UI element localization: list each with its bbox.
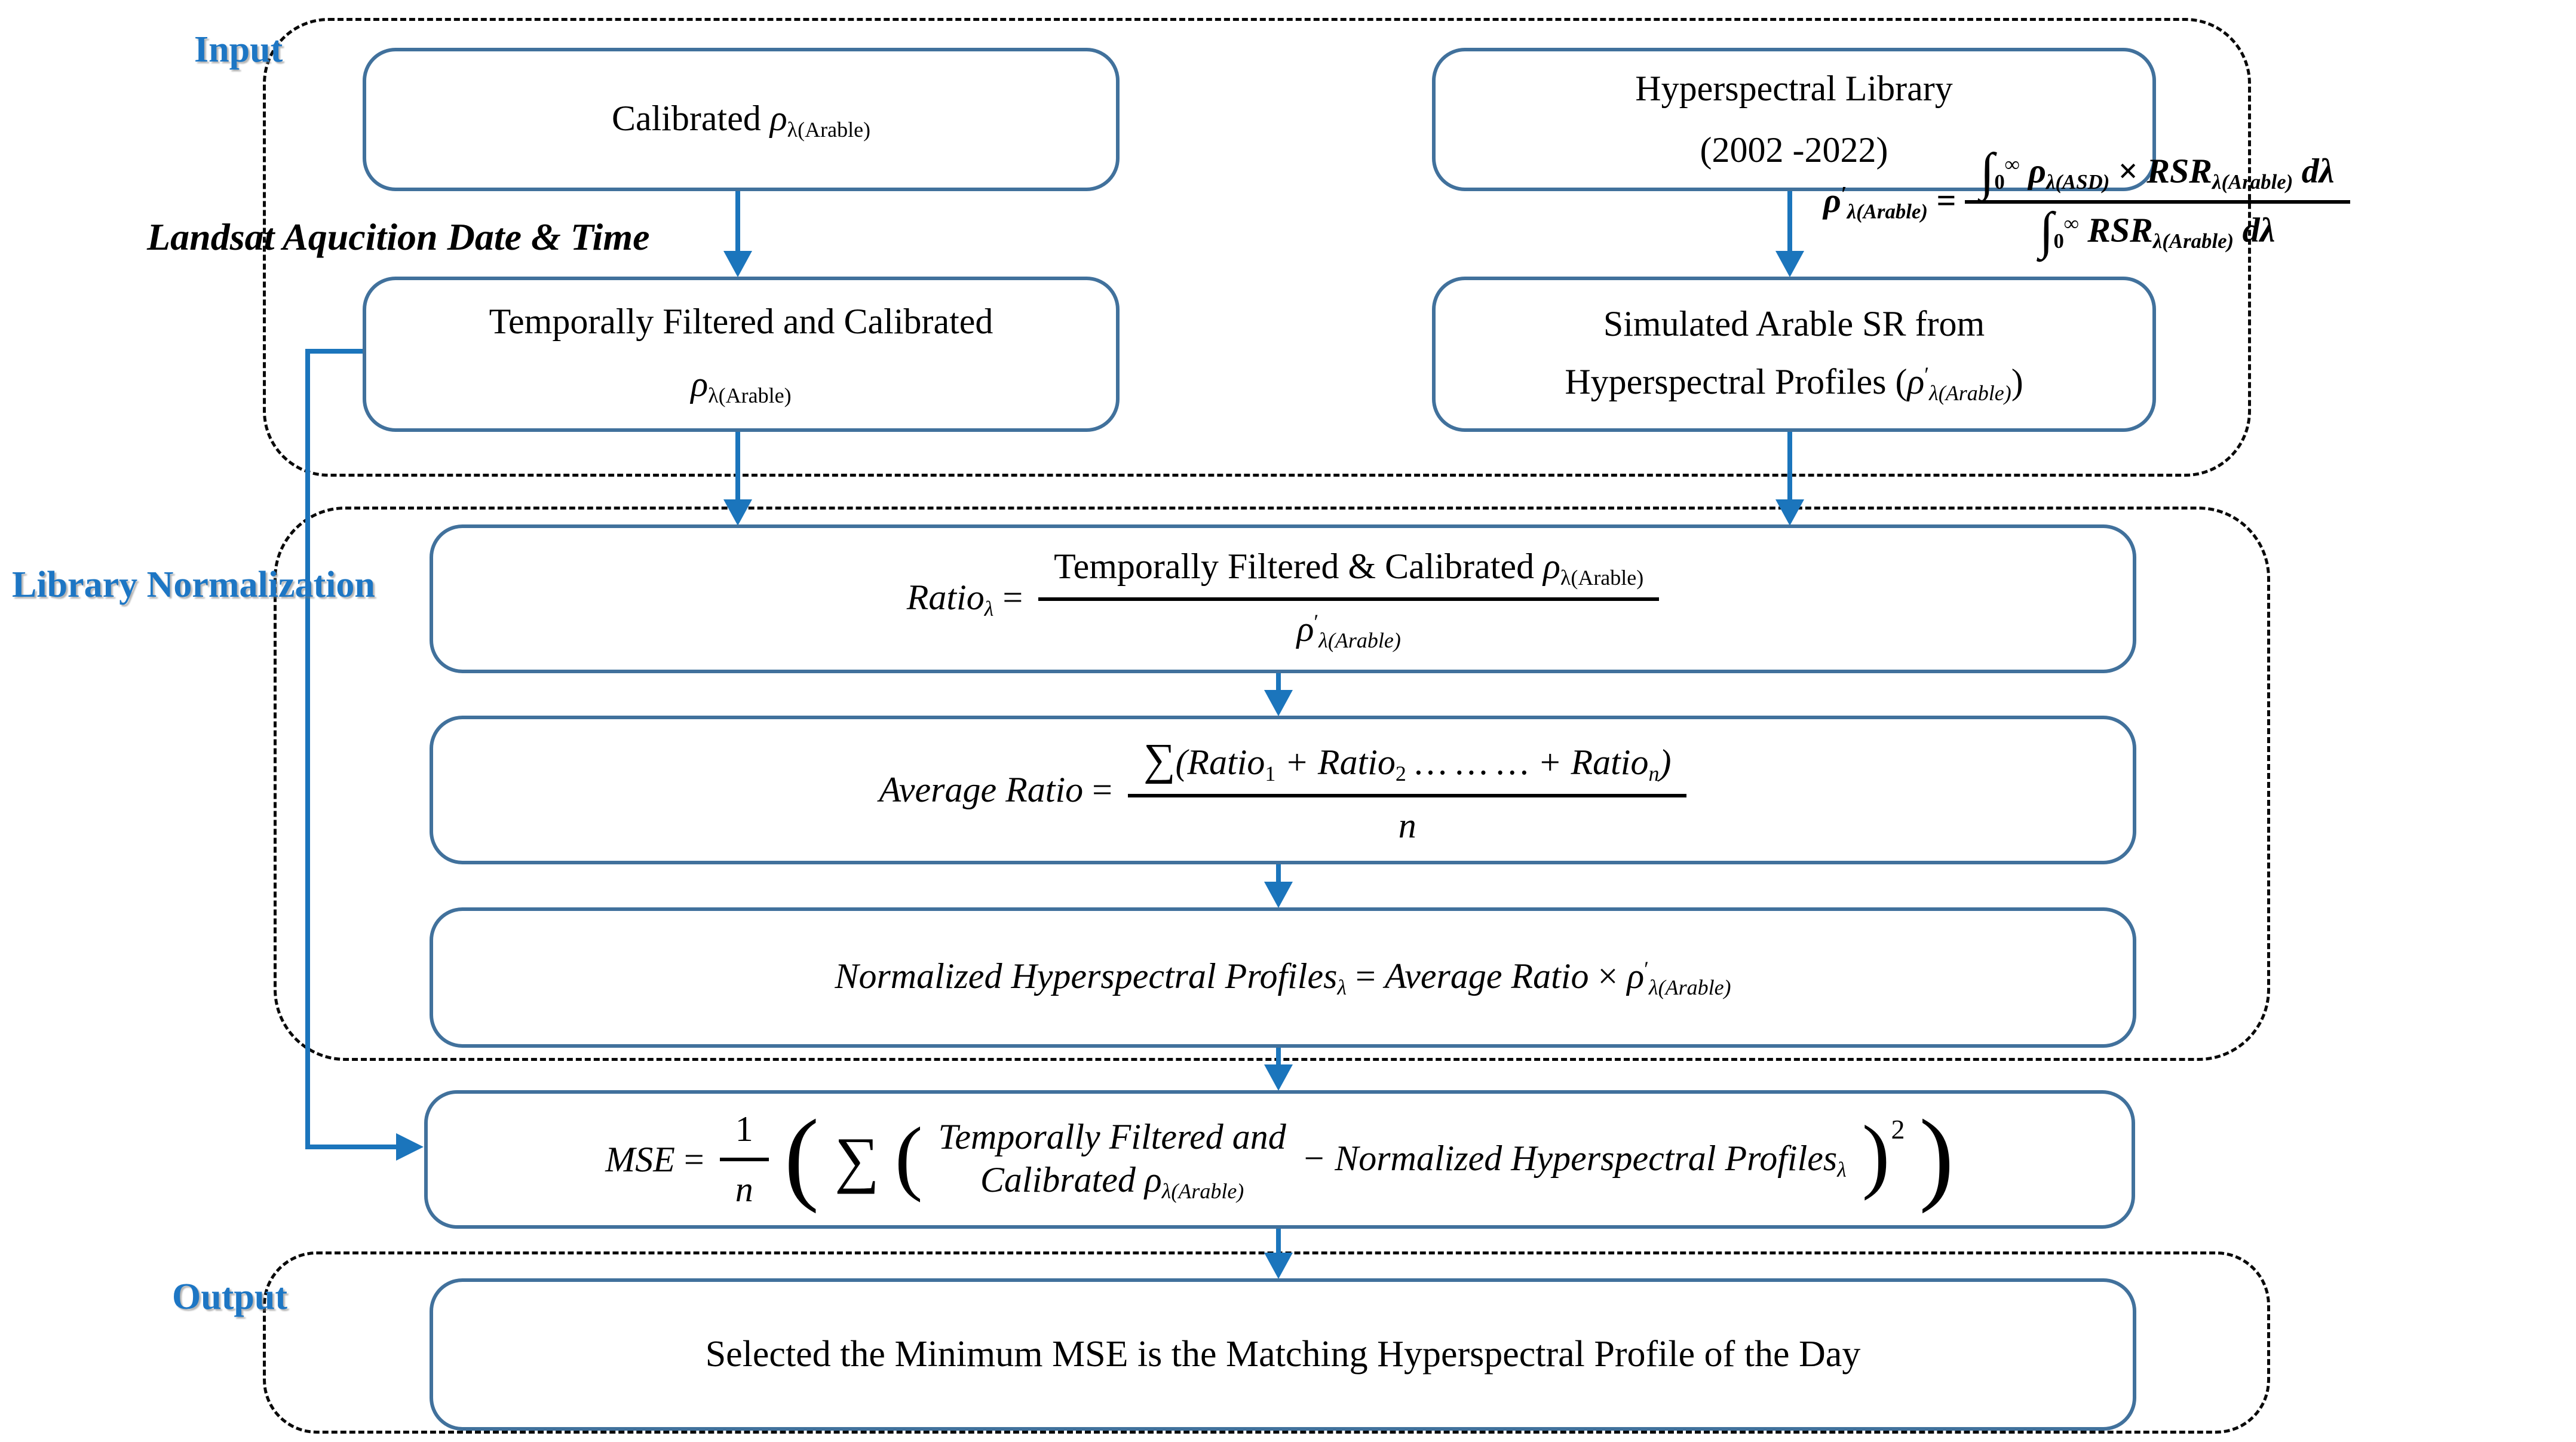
arrow-normalized-to-mse [1276, 1041, 1281, 1067]
average-ratio-lhs: Average Ratio = [879, 770, 1112, 809]
ratio-numerator: Temporally Filtered & Calibrated ρλ(Arab… [1038, 544, 1660, 601]
calibrated-reflectance-text: Calibrated ρλ(Arable) [611, 98, 871, 142]
arrowhead-mse-to-output [1264, 1253, 1293, 1279]
mse-exponent: 2 [1891, 1114, 1905, 1145]
simulated-arable-sr-line2: Hyperspectral Profiles (ρ′λ(Arable)) [1565, 362, 2023, 405]
ratio-denominator: ρ′λ(Arable) [1296, 609, 1401, 652]
arrow-simulated-to-ratio [1787, 425, 1792, 501]
temporally-filtered-line2: ρλ(Arable) [691, 364, 792, 407]
mse-one-over-n: 1 n [719, 1107, 769, 1212]
average-ratio-fraction: ∑(Ratio1 + Ratio2 … … … + Ration) n [1127, 732, 1687, 848]
mse-stack-line2: Calibrated ρλ(Arable) [980, 1159, 1244, 1203]
mse-close-inner-group: )2 [1862, 1113, 1905, 1197]
temporally-filtered-line1: Temporally Filtered and Calibrated [489, 302, 993, 342]
output-section-label: Output [172, 1277, 287, 1317]
calibrated-reflectance-box: Calibrated ρλ(Arable) [363, 48, 1120, 191]
mse-frac-denominator: n [735, 1170, 753, 1209]
rsr-equation-lhs: ρ′λ(Arable) = [1823, 180, 1956, 223]
arrow-calibrated-to-filtered [735, 184, 740, 253]
arrowhead-filtered-to-ratio [723, 499, 752, 526]
mse-sigma: ∑ [835, 1124, 879, 1194]
simulated-arable-sr-box: Simulated Arable SR from Hyperspectral P… [1432, 277, 2156, 432]
ratio-equation-box: Ratioλ = Temporally Filtered & Calibrate… [430, 524, 2136, 673]
landsat-acquisition-note: Landsat Aqucition Date & Time [147, 216, 650, 258]
elbow-filtered-to-mse-top [305, 349, 365, 354]
library-normalization-region-outline [274, 507, 2270, 1061]
mse-equation-box: MSE = 1 n ( ∑ ( Temporally Filtered and … [424, 1090, 2135, 1229]
mse-stack-line1: Temporally Filtered and [938, 1116, 1286, 1156]
simulated-arable-sr-line1: Simulated Arable SR from [1603, 304, 1985, 344]
arrow-filtered-to-ratio [735, 425, 740, 501]
average-ratio-numerator: ∑(Ratio1 + Ratio2 … … … + Ration) [1127, 732, 1687, 797]
arrow-library-to-simulated [1787, 184, 1792, 253]
normalized-profiles-equation-box: Normalized Hyperspectral Profilesλ = Ave… [430, 907, 2136, 1048]
mse-close-outer-paren: ) [1919, 1098, 1954, 1214]
input-section-label: Input [194, 29, 283, 70]
rsr-equation-denominator: ∫0∞ RSRλ(Arable) dλ [2039, 201, 2276, 259]
input-region-outline [263, 18, 2251, 477]
arrow-mse-to-output [1276, 1223, 1281, 1254]
selected-output-box: Selected the Minimum MSE is the Matching… [430, 1278, 2136, 1431]
average-ratio-denominator: n [1398, 805, 1416, 845]
normalized-profiles-equation: Normalized Hyperspectral Profilesλ = Ave… [835, 956, 1731, 999]
rsr-simulation-equation: ρ′λ(Arable) = ∫0∞ ρλ(ASD) × RSRλ(Arable)… [1823, 145, 2350, 259]
mse-lhs: MSE = [605, 1139, 704, 1179]
ratio-lhs: Ratioλ = [906, 578, 1023, 621]
hyperspectral-library-box: Hyperspectral Library (2002 -2022) [1432, 48, 2156, 191]
hyperspectral-library-line2: (2002 -2022) [1700, 130, 1888, 170]
library-normalization-section-label: Library Normalization [12, 564, 375, 605]
hyperspectral-library-line1: Hyperspectral Library [1635, 69, 1953, 108]
arrowhead-simulated-to-ratio [1775, 499, 1804, 526]
temporally-filtered-box: Temporally Filtered and Calibrated ρλ(Ar… [363, 277, 1120, 432]
arrowhead-ratio-to-average [1264, 690, 1293, 716]
elbow-filtered-to-mse-vertical [305, 349, 310, 1147]
mse-open-inner-paren: ( [894, 1110, 923, 1203]
ratio-fraction: Temporally Filtered & Calibrated ρλ(Arab… [1038, 544, 1660, 654]
mse-subtracted-term: − Normalized Hyperspectral Profilesλ [1301, 1138, 1847, 1182]
average-ratio-equation-box: Average Ratio = ∑(Ratio1 + Ratio2 … … … … [430, 716, 2136, 864]
mse-close-inner-paren: ) [1862, 1109, 1890, 1201]
selected-output-text: Selected the Minimum MSE is the Matching… [705, 1333, 1861, 1374]
arrowhead-library-to-simulated [1775, 251, 1804, 277]
elbow-filtered-to-mse-bottom [305, 1145, 396, 1149]
arrowhead-normalized-to-mse [1264, 1064, 1293, 1091]
arrowhead-elbow-to-mse [396, 1133, 424, 1161]
arrowhead-calibrated-to-filtered [723, 251, 752, 277]
arrow-average-to-normalized [1276, 857, 1281, 883]
arrowhead-average-to-normalized [1264, 882, 1293, 908]
mse-frac-numerator: 1 [719, 1107, 769, 1161]
rsr-equation-fraction: ∫0∞ ρλ(ASD) × RSRλ(Arable) dλ ∫0∞ RSRλ(A… [1964, 145, 2350, 259]
rsr-equation-numerator: ∫0∞ ρλ(ASD) × RSRλ(Arable) dλ [1964, 145, 2350, 204]
mse-open-outer-paren: ( [784, 1098, 820, 1214]
arrow-ratio-to-average [1276, 666, 1281, 692]
mse-stacked-term: Temporally Filtered and Calibrated ρλ(Ar… [939, 1115, 1286, 1204]
